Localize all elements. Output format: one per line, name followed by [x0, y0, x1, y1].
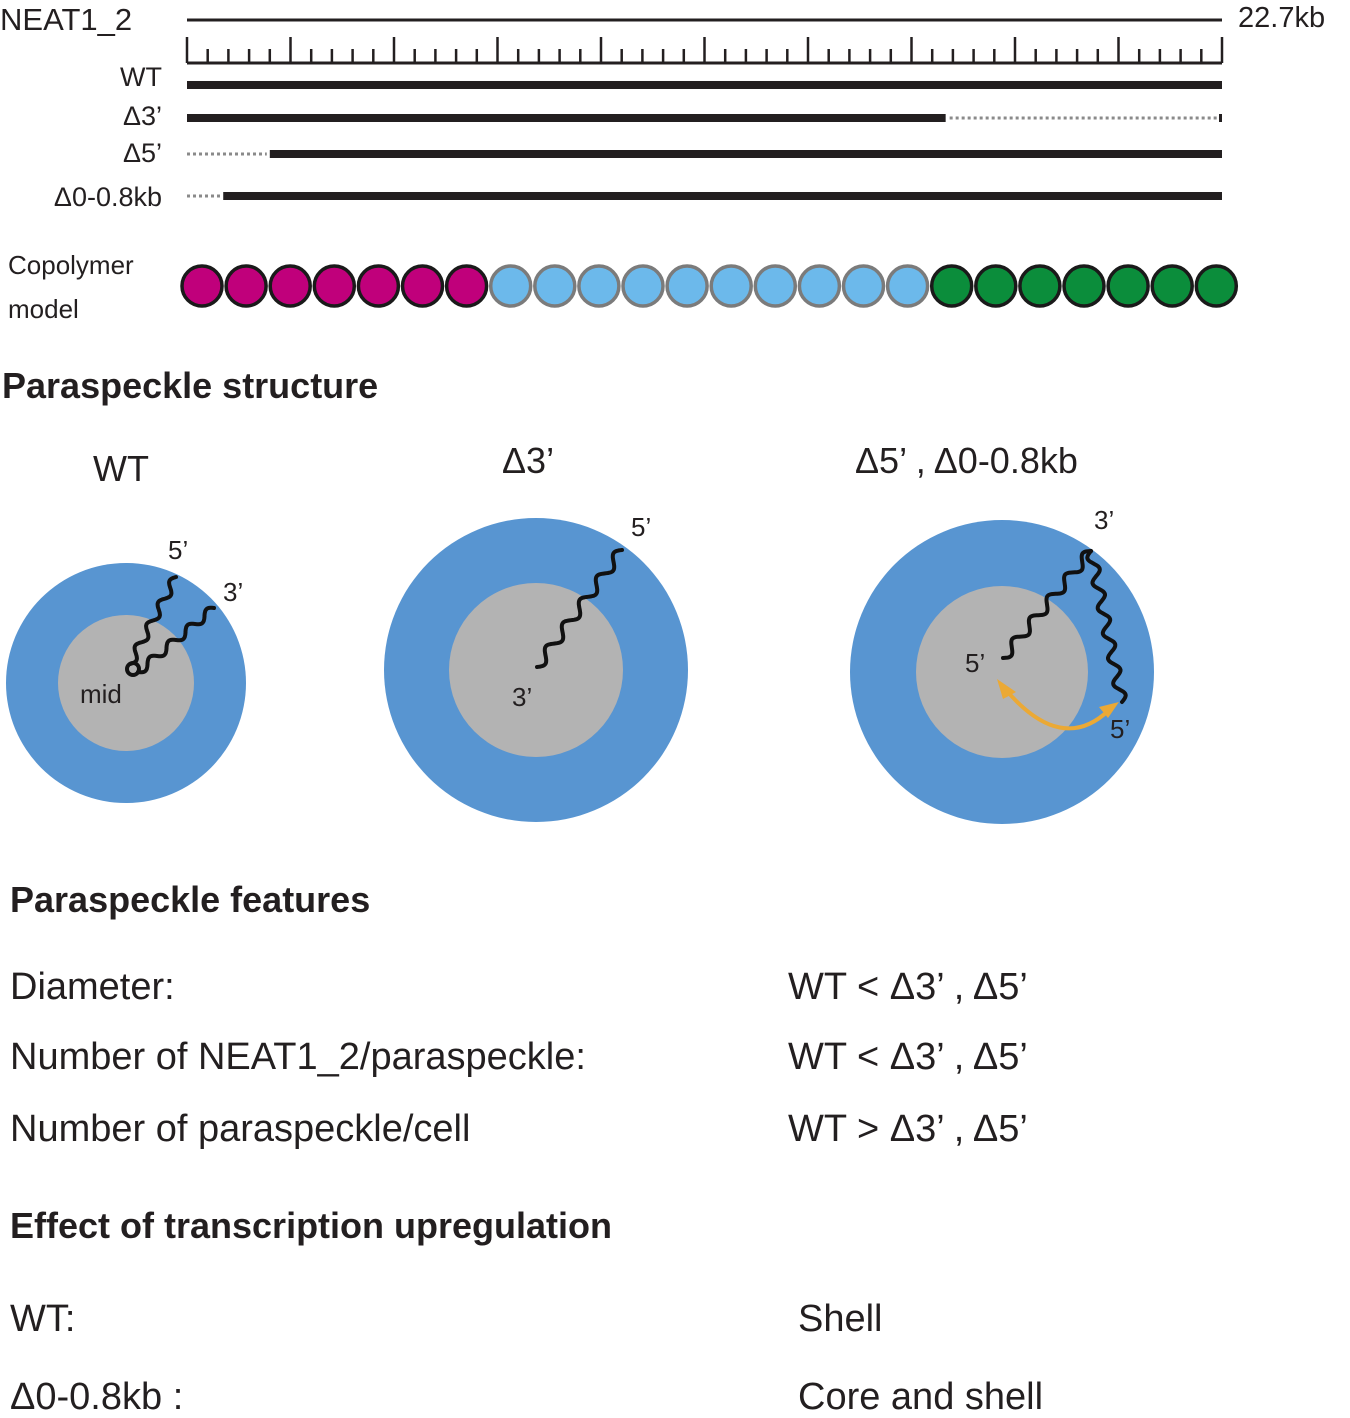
copolymer-bead-3-prime: [1150, 264, 1194, 308]
transcription-value: Shell: [798, 1298, 883, 1340]
copolymer-bead-3-prime: [974, 264, 1018, 308]
copolymer-bead-middle: [577, 264, 621, 308]
mid-label: mid: [80, 679, 122, 709]
copolymer-bead-5-prime: [312, 264, 357, 308]
transcription-label: WT:: [10, 1298, 76, 1340]
end-label-3prime: 3’: [512, 682, 533, 712]
transcription-label: Δ0-0.8kb :: [10, 1376, 184, 1418]
features-heading: Paraspeckle features: [10, 879, 371, 920]
paraspeckle-delta3: [384, 518, 688, 822]
core-circle: [449, 583, 623, 757]
copolymer-bead-5-prime: [180, 264, 224, 308]
copolymer-label: Copolymer: [8, 250, 134, 280]
paraspeckle-wt: [6, 563, 246, 803]
construct-label-wt: WT: [120, 62, 162, 92]
copolymer-bead-5-prime: [356, 264, 401, 308]
arrowhead-right: [1099, 702, 1119, 718]
copolymer-bead-5-prime: [400, 264, 445, 308]
copolymer-bead-middle: [488, 264, 533, 308]
arrowhead-left: [997, 679, 1016, 699]
construct-label-delta08: Δ0-0.8kb: [53, 182, 162, 212]
rna-strand: [535, 548, 624, 669]
copolymer-bead-middle: [533, 264, 577, 308]
end-label-3prime: 3’: [1094, 505, 1115, 535]
rna-loop-mid: [125, 661, 141, 677]
copolymer-bead-middle: [797, 264, 842, 308]
feature-label: Diameter:: [10, 966, 175, 1008]
copolymer-label: model: [8, 294, 79, 324]
panel-title-delta5: Δ5’ , Δ0-0.8kb: [855, 440, 1078, 481]
copolymer-bead-3-prime: [1106, 264, 1150, 308]
swap-arrow: [1004, 688, 1111, 731]
gene-length: 22.7kb: [1238, 2, 1326, 34]
copolymer-bead-middle: [885, 264, 930, 308]
gene-ruler: [185, 37, 1224, 65]
rna-strand: [136, 605, 216, 675]
feature-label: Number of paraspeckle/cell: [10, 1108, 471, 1150]
paraspeckle-delta5: [850, 520, 1154, 824]
feature-value: WT < Δ3’ , Δ5’: [788, 966, 1028, 1008]
end-label-5prime: 5’: [965, 648, 986, 678]
panel-title-delta3: Δ3’: [502, 440, 555, 481]
copolymer-bead-5-prime: [224, 264, 268, 308]
copolymer-bead-middle: [621, 264, 665, 308]
gene-name: NEAT1_2: [0, 2, 133, 37]
copolymer-beads: [180, 264, 1239, 308]
end-label-5prime: 5’: [1110, 714, 1131, 744]
construct-label-delta3: Δ3’: [122, 101, 162, 131]
panel-title-wt: WT: [93, 448, 149, 489]
transcription-heading: Effect of transcription upregulation: [10, 1205, 613, 1246]
feature-value: WT < Δ3’ , Δ5’: [788, 1036, 1028, 1078]
construct-bars: [187, 81, 1222, 200]
feature-value: WT > Δ3’ , Δ5’: [788, 1108, 1028, 1150]
end-label-5prime: 5’: [631, 512, 652, 542]
structure-heading: Paraspeckle structure: [2, 365, 379, 406]
end-label-3prime: 3’: [223, 577, 244, 607]
transcription-value: Core and shell: [798, 1376, 1044, 1418]
copolymer-bead-3-prime: [1194, 264, 1239, 308]
end-label-5prime: 5’: [168, 535, 189, 565]
feature-label: Number of NEAT1_2/paraspeckle:: [10, 1036, 586, 1078]
copolymer-bead-middle: [709, 264, 753, 308]
core-circle: [916, 586, 1088, 758]
copolymer-bead-3-prime: [1062, 264, 1106, 308]
rna-strand: [1001, 549, 1093, 660]
copolymer-bead-middle: [665, 264, 709, 308]
rna-strand: [128, 575, 178, 666]
construct-label-delta5: Δ5’: [122, 138, 162, 168]
copolymer-bead-middle: [841, 264, 886, 308]
copolymer-bead-5-prime: [268, 264, 312, 308]
rna-strand: [1085, 549, 1128, 704]
core-circle: [58, 615, 194, 751]
copolymer-bead-middle: [753, 264, 798, 308]
copolymer-bead-5-prime: [444, 264, 489, 308]
copolymer-bead-3-prime: [929, 264, 974, 308]
copolymer-bead-3-prime: [1018, 264, 1062, 308]
